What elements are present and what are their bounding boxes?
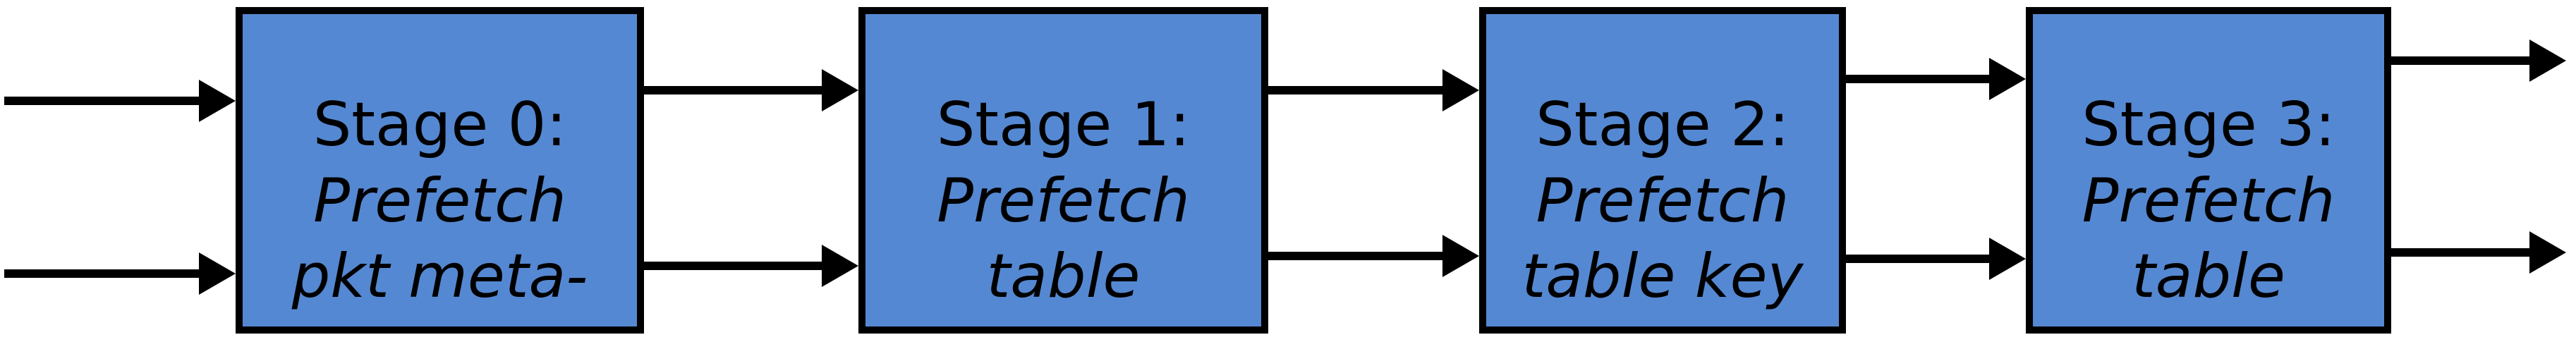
output-arrow-bottom [2391, 231, 2566, 274]
arrowhead-icon [822, 69, 858, 111]
stage-1-desc-line-1: Prefetch [937, 165, 1190, 236]
stage-3-title: Stage 3: [2082, 90, 2335, 161]
stage-1-box: Stage 1: Prefetch table [858, 7, 1268, 334]
stage-3-desc-line-2: table [2132, 241, 2285, 312]
arrow-stage2-to-stage3-bottom [1846, 238, 2026, 280]
arrow-stage0-to-stage1-top [644, 69, 858, 111]
stage-2-title: Stage 2: [1536, 90, 1790, 161]
stage-0-desc-line-1: Prefetch [313, 165, 566, 236]
arrow-shaft [4, 269, 207, 278]
stage-0-title: Stage 0: [312, 90, 567, 161]
arrow-shaft [2391, 248, 2538, 257]
output-arrow-top [2391, 39, 2566, 82]
arrowhead-icon [822, 245, 858, 287]
arrow-shaft [1268, 86, 1451, 94]
arrowhead-icon [199, 80, 236, 122]
arrowhead-icon [2529, 231, 2566, 274]
stage-3-box: Stage 3: Prefetch table [2026, 7, 2391, 334]
stage-0-box: Stage 0: Prefetch pkt meta- [236, 7, 644, 334]
arrow-stage2-to-stage3-top [1846, 58, 2026, 100]
input-arrow-top [4, 80, 236, 122]
arrow-shaft [2391, 56, 2538, 65]
arrowhead-icon [199, 252, 236, 295]
arrowhead-icon [2529, 39, 2566, 82]
stage-1-desc-line-2: table [986, 241, 1141, 312]
arrowhead-icon [1989, 238, 2026, 280]
arrow-stage1-to-stage2-bottom [1268, 235, 1479, 277]
arrowhead-icon [1989, 58, 2026, 100]
stage-3-desc-line-1: Prefetch [2082, 165, 2335, 236]
stage-2-desc-line-2: table key [1521, 241, 1804, 312]
arrow-shaft [644, 86, 830, 94]
arrowhead-icon [1442, 69, 1479, 111]
arrow-stage1-to-stage2-top [1268, 69, 1479, 111]
arrow-shaft [1846, 255, 1998, 263]
arrow-shaft [1846, 75, 1998, 83]
arrow-shaft [1268, 252, 1451, 260]
arrowhead-icon [1442, 235, 1479, 277]
stage-2-box: Stage 2: Prefetch table key [1479, 7, 1846, 334]
arrow-shaft [4, 97, 207, 105]
arrow-shaft [644, 262, 830, 270]
stage-2-desc-line-1: Prefetch [1536, 165, 1790, 236]
stage-1-title: Stage 1: [936, 90, 1191, 161]
input-arrow-bottom [4, 252, 236, 295]
stage-0-desc-line-2: pkt meta- [291, 241, 588, 312]
arrow-stage0-to-stage1-bottom [644, 245, 858, 287]
